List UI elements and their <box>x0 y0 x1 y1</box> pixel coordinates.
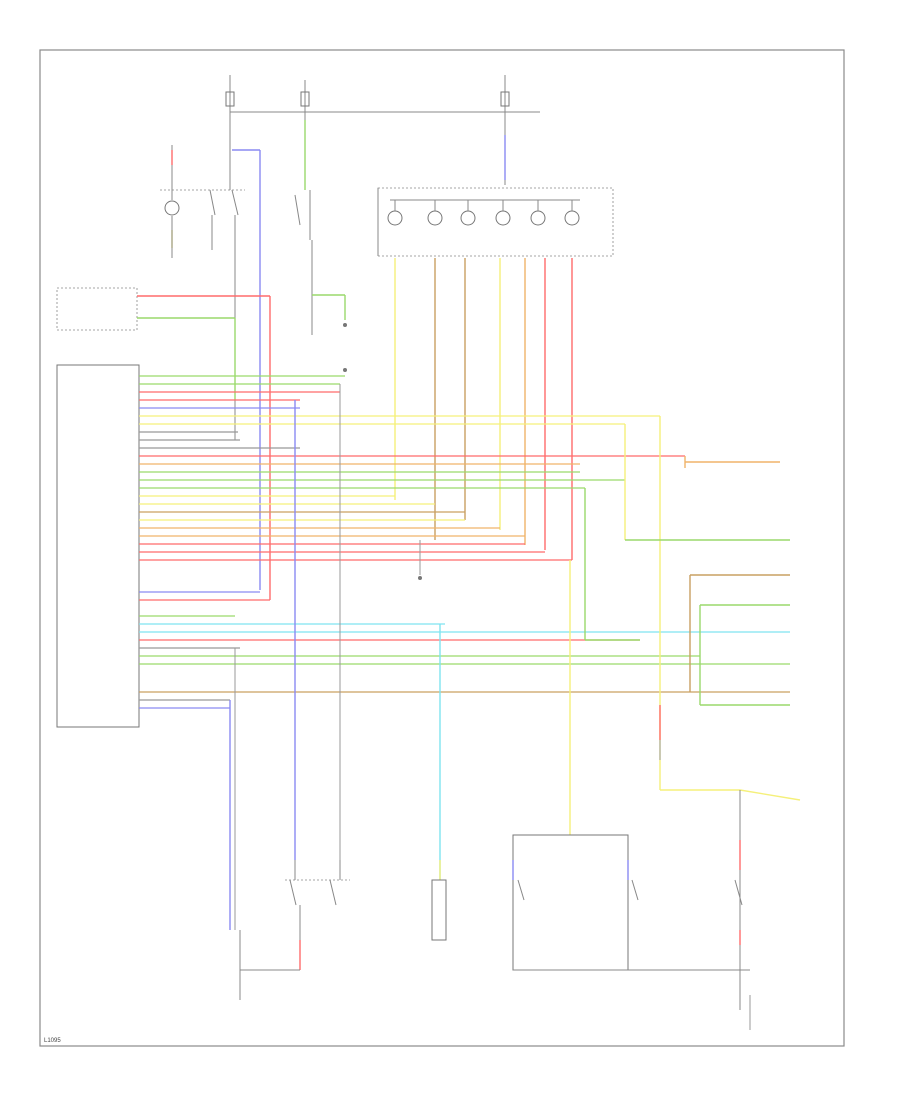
diagram-code: L1095 <box>44 1038 61 1044</box>
ecu-pins <box>139 375 790 709</box>
sensor-bottom-middle <box>431 879 447 941</box>
solenoid-block <box>512 790 751 1030</box>
connector-box-top-left <box>56 287 271 600</box>
diagram-frame <box>39 49 845 1047</box>
switch-left <box>160 145 245 440</box>
switch-bottom-left <box>239 860 350 1000</box>
gauge-assembly <box>377 187 614 257</box>
switch-middle <box>294 190 347 372</box>
tcm-block <box>56 364 140 728</box>
top-fuses <box>225 75 540 190</box>
